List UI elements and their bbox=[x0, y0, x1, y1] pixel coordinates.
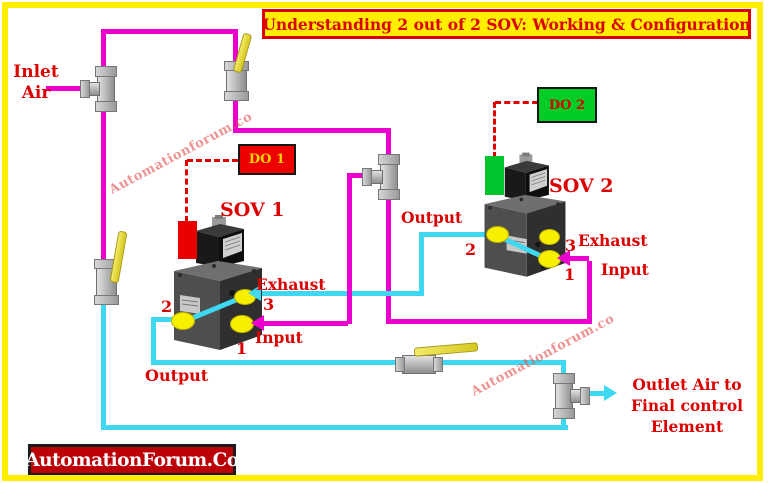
sov1-port3-label: 3 bbox=[263, 295, 275, 314]
sov2-input-arrow-icon bbox=[557, 250, 570, 266]
mid-tee-nut-top bbox=[378, 154, 400, 165]
sov2-solenoid-energized-indicator bbox=[485, 156, 504, 195]
pipe-outlet-tee-upper bbox=[561, 360, 566, 379]
sov2-port2-label: 2 bbox=[465, 240, 477, 259]
sov1-output-label: Output bbox=[145, 366, 209, 385]
mid-tee-side-nut bbox=[362, 168, 372, 186]
sov1-exhaust-arrow-icon bbox=[248, 285, 261, 301]
sov2-input-label: Input bbox=[601, 260, 649, 279]
sov1-input-arrow-icon bbox=[251, 315, 264, 331]
sov2-port2-dot bbox=[486, 226, 509, 243]
sov2-output-label: Output bbox=[401, 208, 463, 227]
outlet-air-label: Outlet Air to Final control Element bbox=[630, 375, 744, 436]
sov1-port2-label: 2 bbox=[161, 297, 173, 316]
outlet-tee-nut-top bbox=[553, 373, 575, 384]
pipe-supply-sov2-riser bbox=[587, 261, 592, 322]
watermark-text-2: Automationforum.co bbox=[468, 311, 618, 400]
title-banner: Understanding 2 out of 2 SOV: Working & … bbox=[262, 9, 751, 39]
pipe-supply-tee-lower bbox=[386, 194, 391, 324]
do1-signal-line-horizontal bbox=[187, 159, 238, 162]
pipe-sov1-input-shaft bbox=[264, 321, 348, 326]
sov2-name-label: SOV 2 bbox=[549, 175, 614, 197]
pipe-supply-low-horizontal bbox=[386, 319, 592, 324]
pipe-sov1-output-drop bbox=[151, 317, 156, 365]
inlet-tee-side-nut bbox=[80, 80, 90, 98]
automationforum-logo: AutomationForum.Co bbox=[25, 444, 239, 476]
pipe-supply-valve1-upper bbox=[233, 29, 238, 67]
output-valve-handle-icon bbox=[413, 342, 479, 357]
sov1-exhaust-label: Exhaust bbox=[256, 275, 326, 294]
inlet-arrow-shaft bbox=[46, 86, 84, 91]
bypass-valve-nut-lower bbox=[94, 295, 119, 305]
pipe-outlet-arrow-shaft bbox=[587, 391, 604, 396]
pipe-outlet-tee-lower bbox=[561, 412, 566, 427]
do2-signal-line-horizontal bbox=[495, 101, 538, 104]
watermark-text-1: Automationforum.co bbox=[106, 109, 256, 198]
sov1-port2-dot bbox=[171, 312, 195, 330]
inlet-tee-nut-bottom bbox=[95, 101, 117, 112]
pipe-supply-left-upper bbox=[101, 29, 106, 70]
output-valve-nut-left bbox=[395, 357, 405, 372]
pipe-output-bottom bbox=[101, 425, 568, 430]
ball-valve-top-nut-lower bbox=[224, 91, 249, 101]
do1-box: DO 1 bbox=[238, 144, 296, 175]
mid-tee-nut-bottom bbox=[378, 189, 400, 200]
sov1-input-label: Input bbox=[255, 328, 303, 347]
pipe-bypass-vertical bbox=[101, 298, 106, 430]
pipe-final-output-horizontal bbox=[151, 360, 565, 365]
pipe-supply-top bbox=[101, 29, 238, 34]
pipe-sov1-output-stub bbox=[151, 317, 186, 322]
sov2-port1-label: 1 bbox=[564, 265, 576, 284]
bypass-valve-handle-icon bbox=[109, 230, 128, 284]
outlet-tee-nut-bottom bbox=[553, 408, 575, 419]
sov1-name-label: SOV 1 bbox=[220, 199, 285, 221]
pipe-sov2-output-horizontal bbox=[423, 232, 490, 237]
do2-signal-line-vertical bbox=[493, 102, 496, 158]
pipe-supply-valve1-lower bbox=[233, 94, 238, 132]
pipe-supply-tee-upper bbox=[386, 128, 391, 160]
pipe-supply-branch-vertical bbox=[347, 173, 352, 324]
pipe-sov2-input-shaft bbox=[570, 256, 589, 261]
do1-signal-line-vertical bbox=[185, 160, 188, 222]
inlet-tee-nut-top bbox=[95, 66, 117, 77]
sov2-exhaust-label: Exhaust bbox=[578, 231, 648, 250]
output-valve-nut-right bbox=[433, 357, 443, 372]
outlet-tee-side-nut bbox=[580, 387, 590, 405]
pipe-sov1-exhaust-feed bbox=[261, 291, 421, 296]
pipe-supply-left-lower bbox=[101, 106, 106, 266]
sov1-solenoid-deenergized-indicator bbox=[178, 221, 197, 259]
pipe-sov2-output-vertical bbox=[419, 232, 424, 296]
pipe-supply-mid-horizontal bbox=[233, 128, 391, 133]
do2-box: DO 2 bbox=[537, 87, 597, 123]
page-title: Understanding 2 out of 2 SOV: Working & … bbox=[262, 14, 751, 34]
inlet-air-label: Inlet Air bbox=[13, 62, 59, 103]
outlet-arrow-icon bbox=[604, 385, 617, 401]
sov2-port3-label: 3 bbox=[565, 236, 577, 255]
output-valve-icon bbox=[402, 355, 436, 374]
sov1-port1-label: 1 bbox=[236, 339, 248, 358]
sov2-port3-dot bbox=[539, 229, 560, 245]
